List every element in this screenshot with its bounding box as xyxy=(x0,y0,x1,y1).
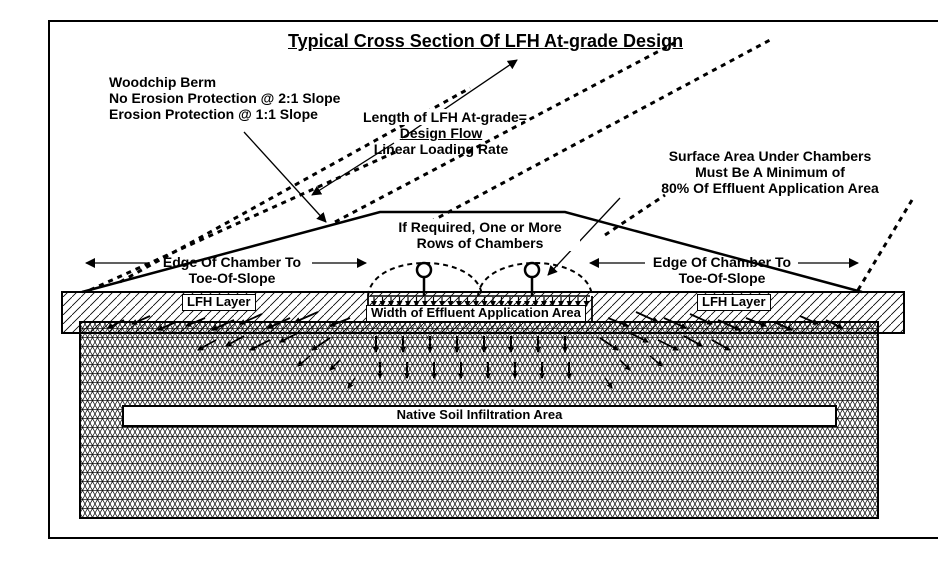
flow-arrows xyxy=(107,297,843,389)
edge-left-line1: Edge Of Chamber To xyxy=(162,254,302,270)
flow-arrow xyxy=(663,317,687,329)
flow-arrow xyxy=(157,321,177,331)
berm-label-line2: No Erosion Protection @ 2:1 Slope xyxy=(109,90,341,107)
edge-right-label: Edge Of Chamber To Toe-Of-Slope xyxy=(642,254,802,286)
flow-arrow xyxy=(225,335,245,347)
surface-area-line3: 80% Of Effluent Application Area xyxy=(661,180,879,197)
flow-arrow xyxy=(249,339,271,351)
flow-arrow xyxy=(717,319,741,331)
flow-arrow xyxy=(689,313,713,325)
flow-arrow xyxy=(211,319,235,331)
flow-arrow xyxy=(635,311,659,323)
flow-arrow xyxy=(297,355,311,367)
flow-arrow xyxy=(347,377,356,389)
flow-arrow xyxy=(825,319,843,329)
berm-pointer-arrow xyxy=(243,131,327,223)
flow-arrow xyxy=(185,317,206,327)
edge-left-line2: Toe-Of-Slope xyxy=(188,270,276,287)
length-formula-line1: Length of LFH At-grade= xyxy=(361,109,527,126)
flow-arrow xyxy=(197,339,217,351)
berm-label: Woodchip Berm No Erosion Protection @ 2:… xyxy=(109,74,340,122)
flow-arrow xyxy=(627,331,649,343)
edge-right-line2: Toe-Of-Slope xyxy=(678,270,766,287)
chamber-dome-left xyxy=(367,262,483,297)
flow-arrow xyxy=(604,377,613,389)
surface-area-label: Surface Area Under Chambers Must Be A Mi… xyxy=(645,148,895,196)
surface-area-pointer-arrow xyxy=(547,197,621,276)
lfh-layer-label-left: LFH Layer xyxy=(182,294,256,311)
distribution-pipes xyxy=(415,261,541,296)
pipe-right xyxy=(523,261,541,279)
native-soil-label: Native Soil Infiltration Area xyxy=(396,407,563,422)
edge-left-label: Edge Of Chamber To Toe-Of-Slope xyxy=(152,254,312,286)
chamber-dome-right xyxy=(477,262,593,297)
length-formula-label: Length of LFH At-grade= Design Flow Line… xyxy=(361,109,527,158)
rows-line1: If Required, One or More xyxy=(380,219,580,236)
rows-line2: Rows of Chambers xyxy=(380,235,580,252)
woodchip-berm-outline xyxy=(81,210,863,294)
flow-arrow xyxy=(745,317,767,327)
edge-right-line1: Edge Of Chamber To xyxy=(652,254,792,270)
flow-arrow xyxy=(107,319,125,329)
flow-arrow xyxy=(683,335,703,347)
native-soil-box xyxy=(122,405,837,427)
length-formula-numerator: Design Flow xyxy=(399,125,483,142)
flow-arrow xyxy=(599,337,619,351)
flow-arrow xyxy=(267,317,291,329)
flow-arrow xyxy=(279,331,301,343)
flow-arrow xyxy=(329,359,341,371)
flow-arrow xyxy=(799,315,819,325)
dashed-line-5 xyxy=(604,193,666,237)
berm-label-line1: Woodchip Berm xyxy=(109,74,217,90)
flow-arrow xyxy=(619,359,631,371)
flow-arrow xyxy=(239,313,263,325)
surface-area-line1: Surface Area Under Chambers xyxy=(668,148,872,164)
flow-arrow xyxy=(773,321,793,331)
flow-arrow xyxy=(329,317,351,327)
flow-arrow xyxy=(131,315,151,325)
dashed-line-6 xyxy=(856,199,914,291)
flow-arrow xyxy=(294,311,319,323)
pipe-left xyxy=(415,261,433,279)
length-formula-denominator: Linear Loading Rate xyxy=(373,141,509,158)
chamber-domes xyxy=(367,262,593,297)
rows-of-chambers-label: If Required, One or More Rows of Chamber… xyxy=(380,219,580,252)
pointer-arrows xyxy=(85,59,859,276)
berm-label-line3: Erosion Protection @ 1:1 Slope xyxy=(109,106,318,123)
flow-arrow xyxy=(311,337,331,351)
flow-arrow xyxy=(711,339,731,351)
flow-arrow xyxy=(649,355,663,367)
dashed-line-4 xyxy=(429,38,771,224)
width-application-area-label: Width of Effluent Application Area xyxy=(366,305,586,322)
surface-area-line2: Must Be A Minimum of xyxy=(695,164,845,181)
dashed-line-1 xyxy=(89,148,401,292)
lfh-layer-label-right: LFH Layer xyxy=(697,294,771,311)
length-arrow-down xyxy=(311,142,395,196)
flow-arrow xyxy=(657,339,679,351)
flow-arrow xyxy=(607,317,629,327)
diagram-title: Typical Cross Section Of LFH At-grade De… xyxy=(288,31,684,51)
